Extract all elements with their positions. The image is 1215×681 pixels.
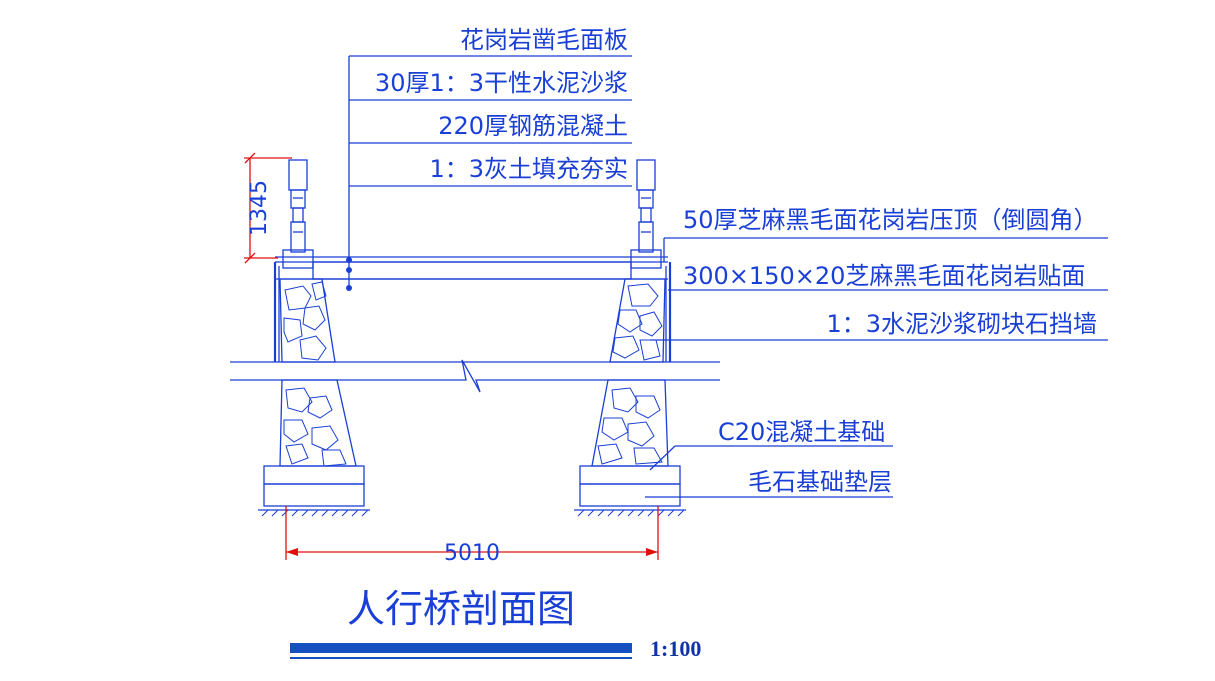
label-granite-coping: 50厚芝麻黑毛面花岗岩压顶（倒圆角）: [683, 206, 1098, 234]
label-lime-soil-fill: 1：3灰土填充夯实: [429, 155, 628, 183]
deck-slab: [275, 256, 668, 280]
label-c20-foundation: C20混凝土基础: [718, 418, 885, 446]
railing-right: [630, 159, 662, 269]
leader-dot: [346, 267, 352, 273]
label-rubble-wall: 1：3水泥沙浆砌块石挡墙: [826, 310, 1097, 338]
abutment-left-upper: [273, 262, 336, 363]
top-leaders: [346, 55, 632, 291]
abutment-right-upper: [609, 262, 672, 363]
span-dimension: [285, 506, 659, 560]
height-dimension: [244, 152, 292, 264]
leader-dot: [346, 285, 352, 291]
foundation-left: [258, 465, 370, 517]
span-dimension-value: 5010: [444, 541, 500, 566]
abutment-left-lower: [279, 379, 357, 467]
label-granite-panel: 花岗岩凿毛面板: [460, 26, 628, 54]
height-dimension-value: 1345: [247, 180, 272, 236]
label-granite-veneer: 300×150×20芝麻黑毛面花岗岩贴面: [683, 262, 1085, 290]
railing-left: [282, 159, 314, 269]
title-bar: [290, 643, 632, 653]
abutment-right-lower: [591, 379, 669, 467]
drawing-title: 人行桥剖面图: [347, 587, 575, 631]
break-line: [230, 359, 720, 393]
label-rubble-cushion: 毛石基础垫层: [748, 468, 892, 496]
right-leaders: [645, 237, 1108, 498]
drawing-scale: 1:100: [650, 636, 701, 661]
label-dry-mortar: 30厚1：3干性水泥沙浆: [375, 69, 628, 97]
foundation-right: [574, 465, 686, 517]
label-reinforced-concrete: 220厚钢筋混凝土: [438, 112, 628, 140]
